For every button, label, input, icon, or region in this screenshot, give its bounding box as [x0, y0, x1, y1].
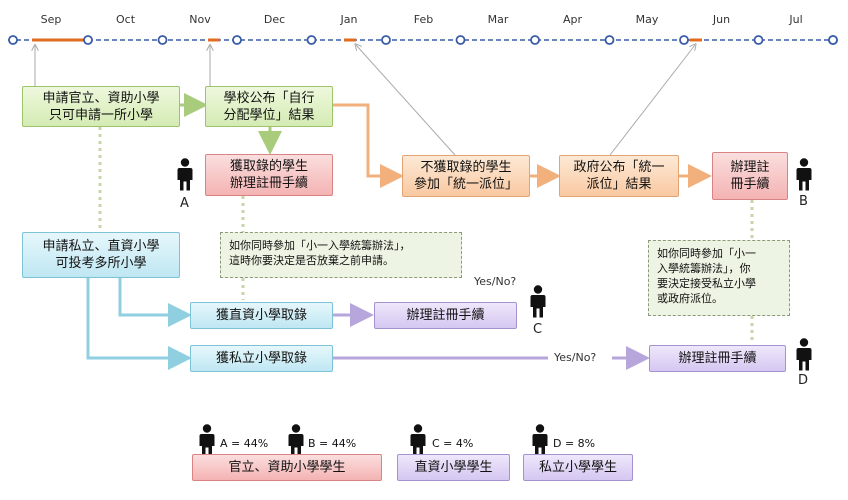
- school-announce-box: 學校公布「自行 分配學位」結果: [205, 86, 333, 127]
- dss-register-box: 辦理註冊手續: [374, 302, 517, 329]
- stat-d: D = 8%: [553, 437, 596, 450]
- person-icon: [410, 424, 426, 462]
- person-icon: [177, 158, 193, 196]
- person-icon: [288, 424, 304, 462]
- school-announce-text: 學校公布「自行 分配學位」結果: [223, 90, 315, 123]
- month-label: Jul: [789, 13, 803, 26]
- not-admitted-text: 不獲取錄的學生 參加「統一派位」: [413, 160, 518, 192]
- apply-public-box: 申請官立、資助小學 只可申請一所小學: [22, 86, 180, 127]
- note-d: 如你同時參加「小一 入學統籌辦法」，你 要決定接受私立小學 或政府派位。: [648, 240, 790, 316]
- timeline-dot: [306, 35, 317, 45]
- timeline-dot: [530, 35, 540, 45]
- month-label: Jun: [712, 13, 731, 26]
- link-govt-to-timeline: [609, 45, 695, 156]
- not-admitted-box: 不獲取錄的學生 參加「統一派位」: [402, 155, 530, 197]
- person-icon: [199, 424, 215, 462]
- timeline-dot: [455, 35, 466, 45]
- arrow-announce-to-not-admitted: [333, 103, 404, 188]
- yes-no-d: Yes/No?: [554, 351, 597, 364]
- arrow-private-to-private-admitted: [86, 278, 192, 370]
- person-label-d: D: [798, 373, 809, 388]
- yes-no-c: Yes/No?: [474, 275, 517, 288]
- month-label: Dec: [263, 13, 286, 26]
- admitted-register-box: 獲取錄的學生 辦理註冊手續: [205, 154, 333, 196]
- stat-b: B = 44%: [308, 437, 357, 450]
- apply-public-text: 申請官立、資助小學 只可申請一所小學: [42, 90, 160, 123]
- month-label: Jan: [340, 13, 358, 26]
- timeline-dot: [157, 35, 168, 45]
- timeline-dot: [604, 35, 615, 45]
- person-icon: [530, 285, 546, 323]
- private-admitted-text: 獲私立小學取錄: [215, 351, 307, 366]
- stat-c: C = 4%: [432, 437, 474, 450]
- timeline-dots: [8, 35, 838, 45]
- person-label-a: A: [180, 196, 189, 211]
- month-label: Oct: [115, 13, 136, 26]
- person-icon: [532, 424, 548, 462]
- month-label: May: [635, 13, 659, 26]
- legend-dss: 直資小學學生: [397, 454, 510, 481]
- timeline-dot: [83, 35, 93, 45]
- govt-announce-text: 政府公布「統一 派位」結果: [573, 160, 665, 192]
- arrow-private-to-dss: [118, 278, 192, 327]
- timeline-dot: [828, 35, 838, 45]
- timeline-dot: [8, 35, 18, 45]
- apply-private-box: 申請私立、直資小學 可投考多所小學: [22, 232, 180, 278]
- legend-dss-text: 直資小學學生: [414, 460, 493, 475]
- note-c: 如你同時參加「小一入學統籌辦法」， 這時你要決定是否放棄之前申請。: [220, 232, 462, 278]
- register-b-text: 辦理註 冊手續: [730, 160, 770, 192]
- timeline-dot: [753, 35, 764, 45]
- govt-announce-box: 政府公布「統一 派位」結果: [559, 155, 679, 197]
- person-icon: [796, 158, 812, 196]
- legend-private-text: 私立小學學生: [538, 460, 617, 475]
- timeline-dot: [679, 35, 689, 45]
- dss-admitted-text: 獲直資小學取錄: [215, 308, 307, 323]
- dss-admitted-box: 獲直資小學取錄: [190, 302, 333, 329]
- timeline-dot: [381, 35, 391, 45]
- person-label-c: C: [533, 322, 543, 337]
- person-icon: [796, 338, 812, 376]
- dss-register-text: 辦理註冊手續: [406, 308, 485, 323]
- private-register-text: 辦理註冊手續: [678, 351, 757, 366]
- admitted-register-text: 獲取錄的學生 辦理註冊手續: [229, 159, 308, 191]
- legend-public-aided: 官立、資助小學學生: [192, 454, 382, 481]
- legend-public-aided-text: 官立、資助小學學生: [228, 460, 346, 475]
- month-label: Apr: [562, 13, 583, 26]
- stat-a: A = 44%: [220, 437, 269, 450]
- link-not-admitted-to-timeline: [356, 45, 456, 156]
- month-label: Sep: [40, 13, 62, 26]
- person-label-b: B: [799, 194, 808, 209]
- register-b-box: 辦理註 冊手續: [712, 152, 788, 200]
- month-label: Nov: [189, 13, 211, 26]
- month-label: Mar: [487, 13, 509, 26]
- month-label: Feb: [413, 13, 434, 26]
- apply-private-text: 申請私立、直資小學 可投考多所小學: [42, 239, 160, 271]
- private-admitted-box: 獲私立小學取錄: [190, 345, 333, 372]
- legend-private: 私立小學學生: [523, 454, 633, 481]
- private-register-box: 辦理註冊手續: [649, 345, 786, 372]
- timeline-dot: [232, 35, 242, 45]
